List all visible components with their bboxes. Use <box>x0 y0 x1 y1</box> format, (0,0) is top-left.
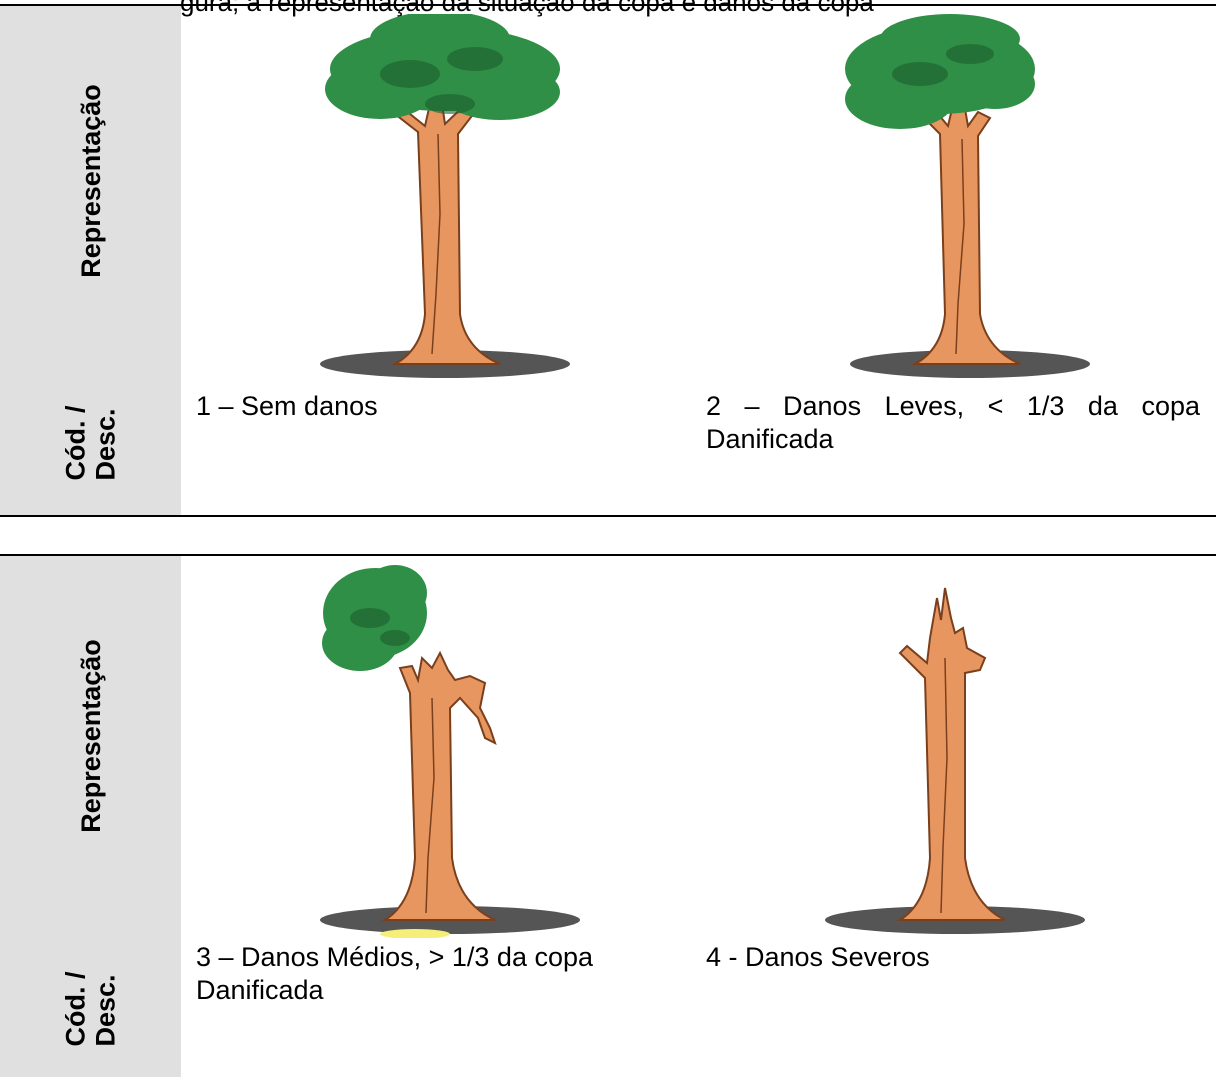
tree-illustration-severe-damage <box>825 587 1085 934</box>
tree-trunk <box>896 587 1006 921</box>
foliage-shading <box>350 608 410 646</box>
top-border-line-1 <box>0 4 1216 6</box>
description-code-2: 2 – Danos Leves, < 1/3 da copa Danificad… <box>706 391 1200 454</box>
trunk-line <box>425 697 435 914</box>
ground-highlight <box>380 929 450 938</box>
foliage-shading <box>380 47 503 114</box>
trunk-line <box>431 133 441 355</box>
representacao-label-1: Representação <box>75 84 106 278</box>
foliage-shading <box>892 44 994 86</box>
cod-desc-label-1: Cód. / Desc. <box>60 405 121 481</box>
representacao-label-2: Representação <box>75 639 106 833</box>
tree-trunk <box>911 108 1021 365</box>
table-block-1: Representação Cód. / Desc. <box>0 6 1216 515</box>
tree-illustration-no-damage <box>320 14 570 378</box>
cod-desc-label-2: Cód. / Desc. <box>60 971 121 1047</box>
label-column-1 <box>0 6 181 515</box>
label-column-2 <box>0 556 181 1077</box>
clipped-caption-text: gura; a representação da situação da cop… <box>180 0 874 17</box>
block-1-bottom-border <box>0 515 1216 517</box>
description-code-4: 4 - Danos Severos <box>706 942 930 972</box>
block-2-top-border <box>0 554 1216 556</box>
tree-trunk <box>391 100 501 365</box>
description-code-3: 3 – Danos Médios, > 1/3 da copa Danifica… <box>196 942 594 1005</box>
trunk-line <box>940 657 948 914</box>
table-block-2: Representação Cód. / Desc. 3 – Danos Méd… <box>0 556 1216 1077</box>
tree-trunk <box>381 650 497 921</box>
description-code-1: 1 – Sem danos <box>196 391 378 421</box>
tree-illustration-medium-damage <box>320 565 580 938</box>
tree-illustration-light-damage <box>845 14 1090 378</box>
trunk-line <box>955 138 965 355</box>
